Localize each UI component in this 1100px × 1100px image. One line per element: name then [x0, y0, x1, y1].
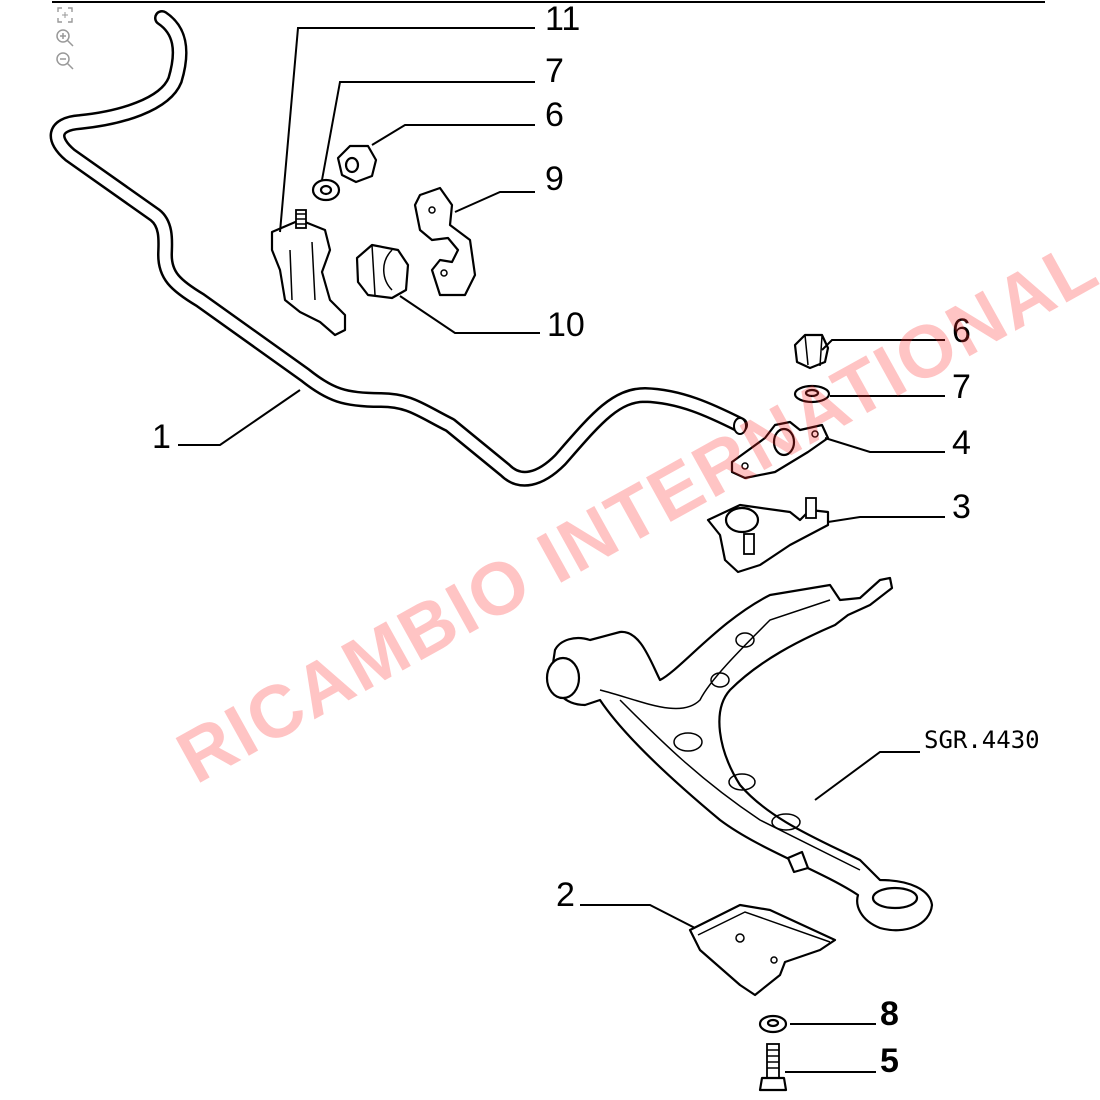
plate-3 — [706, 497, 830, 574]
callout-8: 8 — [880, 995, 899, 1033]
control-arm — [545, 576, 934, 932]
zoom-in-button[interactable] — [54, 27, 76, 49]
callout-6-right: 6 — [952, 312, 971, 350]
fit-screen-icon — [57, 7, 73, 23]
callout-11: 11 — [545, 0, 580, 38]
callout-3: 3 — [952, 488, 971, 526]
washer-7-top — [311, 178, 341, 202]
bracket-11 — [270, 209, 347, 337]
callout-9: 9 — [545, 160, 564, 198]
washer-7-right — [793, 384, 831, 404]
zoom-out-icon — [56, 52, 74, 70]
callout-5: 5 — [880, 1042, 899, 1080]
bushing-10 — [355, 243, 410, 300]
zoom-out-button[interactable] — [54, 50, 76, 72]
fit-screen-button[interactable] — [54, 4, 76, 26]
guard-plate-2 — [688, 903, 837, 997]
stabilizer-bar — [49, 10, 748, 487]
callout-10: 10 — [547, 306, 585, 344]
leader-lines — [178, 27, 945, 1073]
callout-7-top: 7 — [545, 52, 564, 90]
callout-6-top: 6 — [545, 96, 564, 134]
callout-2: 2 — [556, 876, 575, 914]
callout-4: 4 — [952, 424, 971, 462]
clamp-9 — [413, 186, 477, 297]
clamp-4 — [730, 420, 830, 480]
callout-1: 1 — [152, 418, 171, 456]
zoom-in-icon — [56, 29, 74, 47]
callout-7-right: 7 — [952, 368, 971, 406]
viewer-toolbar — [54, 4, 78, 73]
reference-code: SGR.4430 — [924, 726, 1040, 754]
nut-6-top — [336, 144, 378, 184]
bolt-5 — [758, 1043, 788, 1092]
washer-8 — [758, 1014, 788, 1034]
nut-6-right — [793, 333, 830, 370]
